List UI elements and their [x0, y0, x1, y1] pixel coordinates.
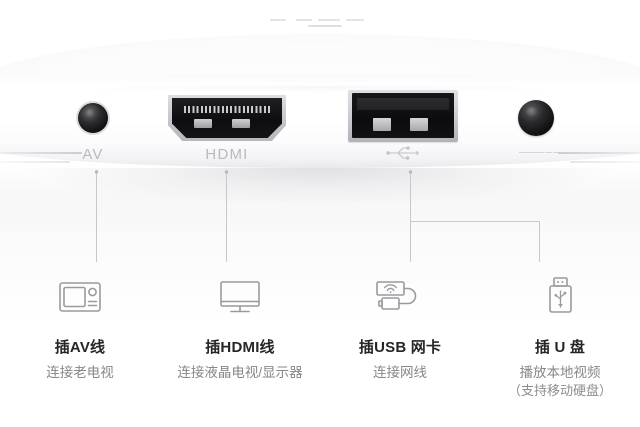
device-groove-right — [558, 152, 640, 154]
vent-slot — [318, 19, 340, 21]
hdmi-cavity — [172, 98, 282, 138]
device-groove-left — [0, 152, 82, 154]
usb-tab — [410, 118, 428, 131]
callout-desc: 连接液晶电视/显示器 — [177, 365, 303, 380]
callout-udisk: 插 U 盘 播放本地视频 （支持移动硬盘） — [480, 268, 640, 400]
usb-wifi-adapter-icon — [374, 268, 426, 328]
device-drop-shadow — [0, 168, 640, 214]
hdmi-tab — [194, 119, 212, 128]
av-port-label: AV — [82, 146, 104, 163]
usb-flash-drive-icon — [543, 268, 577, 328]
av-port — [78, 103, 108, 133]
regulatory-microtext: ▬▬▬▬▬▬▬▬ ▬▬ ▬▬ ▬▬ — [519, 150, 567, 154]
device-seam — [0, 86, 640, 96]
vent-slot — [308, 25, 342, 27]
vent-slot — [296, 19, 312, 21]
hdmi-tab — [232, 119, 250, 128]
callout-desc: 播放本地视频 — [519, 365, 601, 380]
vent-slots — [268, 14, 378, 30]
callout-hdmi: 插HDMI线 连接液晶电视/显示器 — [160, 268, 320, 400]
vent-slot — [346, 19, 364, 21]
callout-av: 插AV线 连接老电视 — [0, 268, 160, 400]
usb-tab — [373, 118, 391, 131]
callout-desc: 连接网线 — [373, 365, 427, 380]
usb-contact-bar — [357, 98, 449, 110]
hdmi-pins — [184, 106, 270, 113]
callout-title: 插USB 网卡 — [358, 339, 442, 356]
usb-port — [348, 90, 458, 142]
callout-note: （支持移动硬盘） — [507, 383, 612, 398]
hdmi-port — [168, 95, 286, 141]
callout-desc: 连接老电视 — [46, 365, 114, 380]
vent-slot — [270, 19, 286, 21]
callout-title: 插AV线 — [54, 339, 106, 356]
device-groove-right-2 — [570, 161, 640, 163]
power-port — [518, 100, 554, 136]
device-groove-left-2 — [0, 161, 70, 163]
usb-symbol-icon — [386, 145, 420, 161]
callout-usb-nic: 插USB 网卡 连接网线 — [320, 268, 480, 400]
callout-cards: 插AV线 连接老电视 插HDMI线 连接液晶电视/显示器 — [0, 268, 640, 400]
hdmi-port-label: HDMI — [205, 146, 249, 163]
crt-television-icon — [58, 268, 102, 328]
lcd-monitor-icon — [217, 268, 263, 328]
callout-title: 插 U 盘 — [534, 339, 586, 356]
callout-title: 插HDMI线 — [205, 339, 275, 356]
